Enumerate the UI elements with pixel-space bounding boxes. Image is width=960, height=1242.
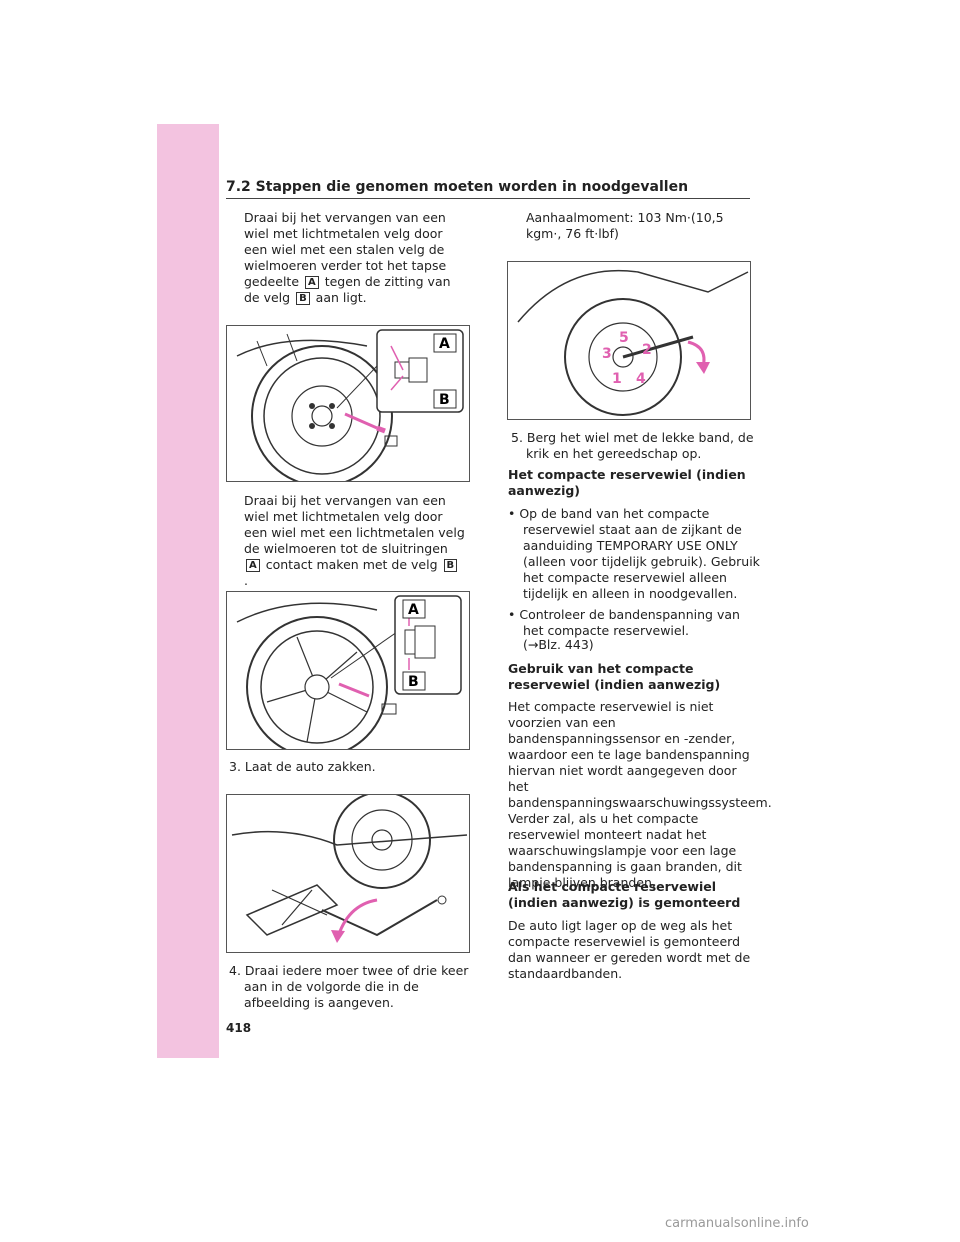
figure-label-b: B	[439, 392, 450, 408]
order-number-4: 4	[636, 371, 646, 387]
label-box-a: A	[304, 276, 319, 289]
figure-label-a: A	[439, 336, 450, 352]
header-rule	[226, 198, 750, 199]
bullet-temporary-use: • Op de band van het compacte reservewie…	[508, 506, 760, 601]
torque-spec: Aanhaalmoment: 103 Nm·(10,5 kgm·, 76 ft·…	[526, 210, 724, 241]
label-box-b2: B	[443, 559, 458, 572]
section-header: 7.2 Stappen die genomen moeten worden in…	[226, 179, 689, 195]
order-number-5: 5	[619, 330, 629, 346]
heading-spare-mounted: Als het compacte reservewiel (indien aan…	[508, 879, 741, 910]
step-5: 5. Berg het wiel met de lekke band, de k…	[511, 430, 754, 461]
step-4: 4. Draai iedere moer twee of drie keer a…	[229, 963, 469, 1010]
figure-alloy-rim-nut: A B	[226, 591, 470, 750]
label-box-b: B	[296, 292, 310, 305]
label-box-a2: A	[246, 559, 260, 572]
paragraph-alloy-rim: Draai bij het vervangen van een wiel met…	[244, 493, 465, 588]
figure2-label-b: B	[408, 674, 419, 690]
order-number-3: 3	[602, 346, 612, 362]
heading-use-compact-spare: Gebruik van het compacte reservewiel (in…	[508, 661, 721, 692]
paragraph-tpms: Het compacte reservewiel is niet voorzie…	[508, 699, 772, 890]
step-3: 3. Laat de auto zakken.	[229, 759, 376, 774]
figure-steel-rim-nut: A B	[226, 325, 470, 482]
figure2-label-a: A	[408, 602, 419, 618]
page-number: 418	[226, 1021, 252, 1035]
figure-lower-car	[226, 794, 470, 953]
paragraph-steel-rim: Draai bij het vervangen van een wiel met…	[244, 210, 451, 305]
order-number-1: 1	[612, 371, 622, 387]
figure-tightening-order: 5 2 3 1 4	[507, 261, 751, 420]
order-number-2: 2	[642, 342, 652, 358]
heading-compact-spare: Het compacte reservewiel (indien aanwezi…	[508, 467, 746, 498]
chapter-tab-bar	[157, 124, 219, 1058]
page-reference: (→Blz. 443)	[523, 637, 594, 652]
watermark: carmanualsonline.info	[665, 1216, 809, 1231]
bullet-check-pressure: • Controleer de bandenspanning van het c…	[508, 607, 740, 638]
paragraph-lower-ride: De auto ligt lager op de weg als het com…	[508, 918, 751, 981]
